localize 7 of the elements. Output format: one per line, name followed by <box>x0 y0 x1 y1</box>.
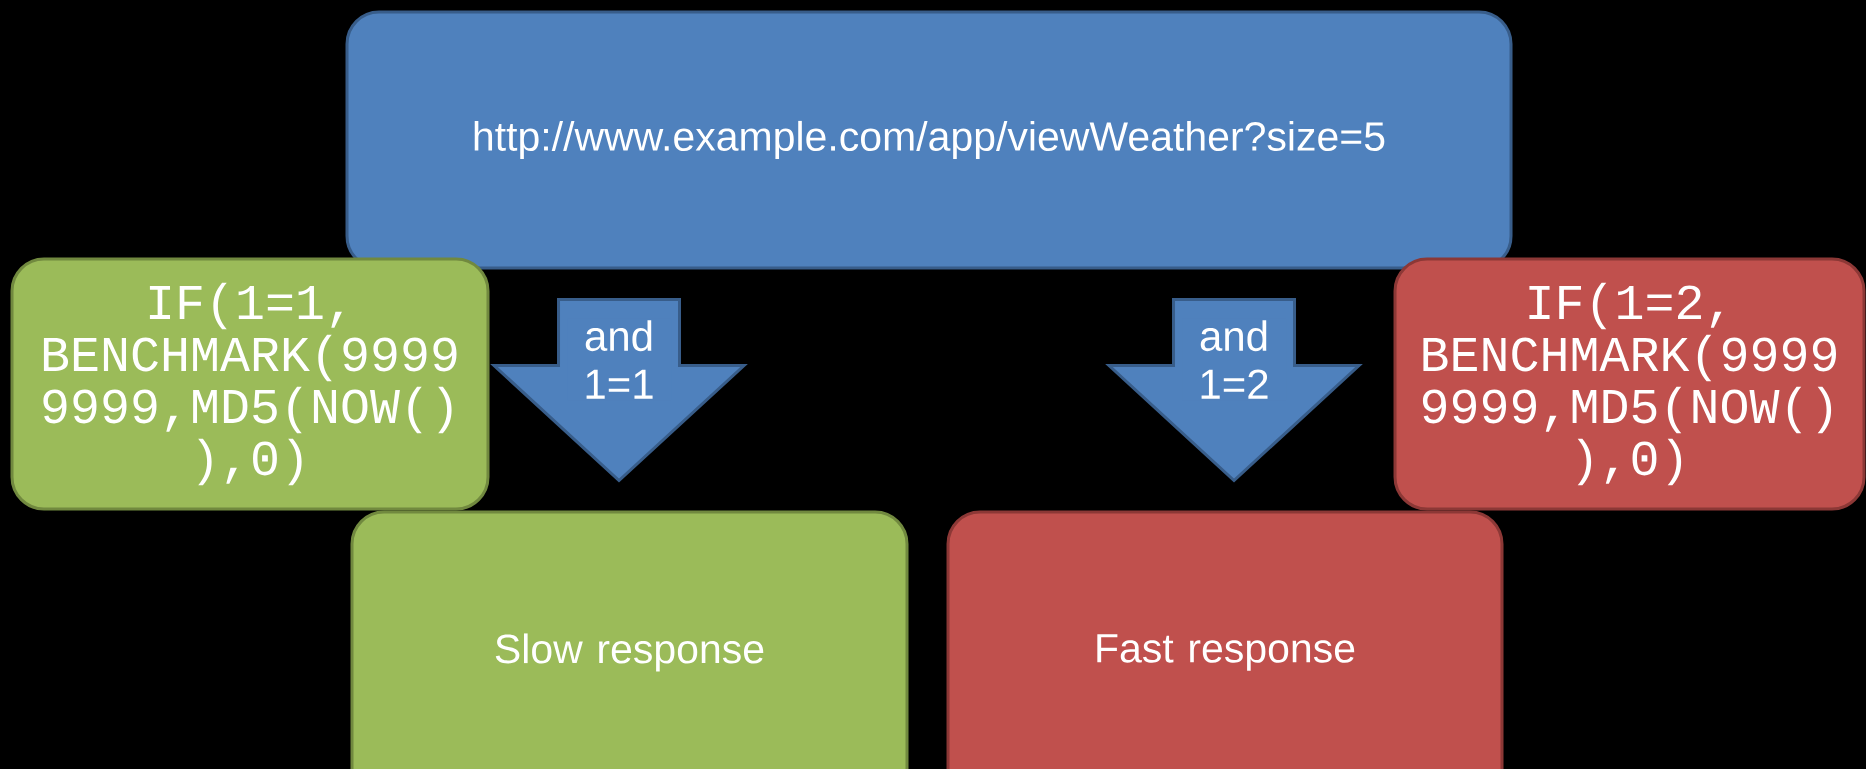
url-box: http://www.example.com/app/viewWeather?size=5 <box>345 10 1513 270</box>
code-box: IF(1=1, BENCHMARK(9999 9999,MD5(NOW() ),0) <box>10 257 490 511</box>
edge-label: and 1=2 <box>1182 318 1286 401</box>
code-box: IF(1=2, BENCHMARK(9999 9999,MD5(NOW() ),0) <box>1393 257 1866 511</box>
response-box: Slow response <box>350 510 909 769</box>
response-box: Fast response <box>946 510 1504 769</box>
edge-label: and 1=1 <box>567 318 671 401</box>
